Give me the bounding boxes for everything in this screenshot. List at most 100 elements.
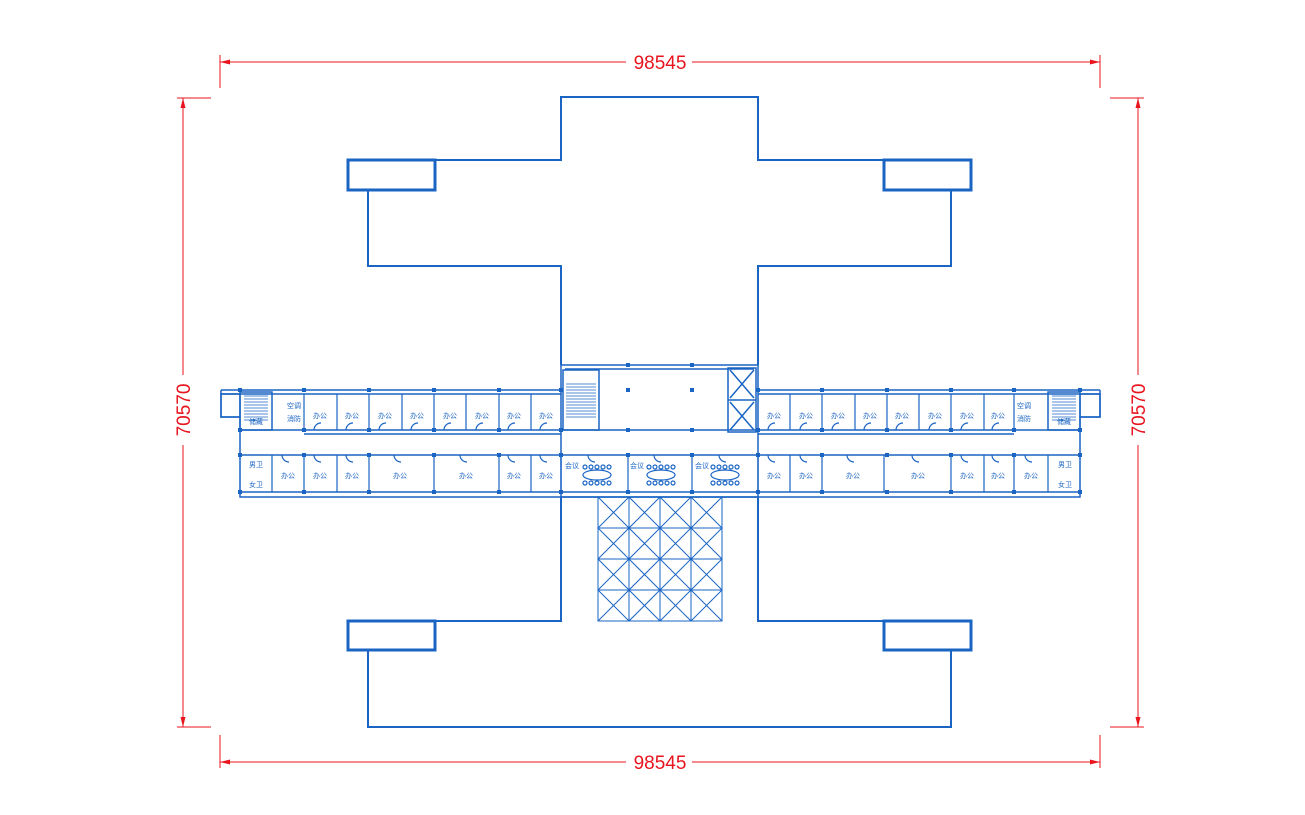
dimension-top-width: 98545 — [634, 53, 687, 74]
structural-column — [302, 388, 306, 392]
structural-column — [1012, 428, 1016, 432]
room-label-office: 办公 — [313, 471, 327, 480]
structural-column — [497, 490, 501, 494]
door-swing — [443, 422, 452, 431]
structural-column — [497, 453, 501, 457]
skylight-diagonal — [628, 496, 661, 529]
room-label-fire: 消防 — [287, 414, 301, 423]
dim-label-bg — [626, 751, 692, 773]
meeting-chair — [594, 464, 600, 470]
skylight-diagonal — [597, 496, 630, 529]
structural-column — [626, 363, 630, 367]
corner-blocks — [346, 158, 973, 652]
structural-column — [626, 428, 630, 432]
room-label-fire: 消防 — [1017, 414, 1031, 423]
structural-column — [1078, 388, 1082, 392]
structural-column — [559, 428, 563, 432]
structural-column — [626, 453, 630, 457]
structural-column — [820, 490, 824, 494]
room-label-office: 办公 — [281, 471, 295, 480]
door-swing — [410, 422, 419, 431]
room-label-office: 办公 — [313, 411, 327, 420]
dimension-left-height: 70570 — [174, 384, 195, 437]
door-swing — [991, 422, 1000, 431]
meeting-chair — [588, 480, 594, 486]
room-label-office: 办公 — [767, 471, 781, 480]
meeting-chair — [722, 480, 728, 486]
room-label-office: 办公 — [378, 411, 392, 420]
door-swing — [475, 422, 484, 431]
structural-column — [238, 490, 242, 494]
room-label-office: 办公 — [895, 411, 909, 420]
meeting-chair — [594, 480, 600, 486]
meeting-chair — [722, 464, 728, 470]
meeting-chair — [658, 464, 664, 470]
meeting-chair — [658, 480, 664, 486]
structural-column — [302, 453, 306, 457]
structural-column — [690, 388, 694, 392]
structural-column — [559, 490, 563, 494]
structural-column — [690, 453, 694, 457]
structural-column — [559, 453, 563, 457]
skylight-diagonal — [659, 496, 692, 529]
structural-column — [238, 428, 242, 432]
skylight-diagonal — [659, 589, 692, 622]
structural-column — [626, 490, 630, 494]
structural-column — [885, 453, 889, 457]
door-swing — [799, 422, 808, 431]
structural-column — [756, 453, 760, 457]
meeting-tables — [582, 464, 740, 486]
structural-column — [756, 428, 760, 432]
room-label-office: 办公 — [443, 411, 457, 420]
room-label-office: 办公 — [475, 411, 489, 420]
skylight-diagonal — [690, 527, 723, 560]
columns — [238, 363, 1082, 494]
door-swing — [895, 422, 904, 431]
meeting-chair — [734, 480, 740, 486]
structural-column — [238, 453, 242, 457]
structural-column — [756, 388, 760, 392]
stair-treads — [244, 383, 1076, 421]
skylight-diagonal — [628, 527, 661, 560]
room-label-office: 办公 — [507, 411, 521, 420]
structural-column — [238, 388, 242, 392]
meeting-chair — [728, 480, 734, 486]
door-swing — [846, 454, 855, 463]
structural-column — [949, 388, 953, 392]
room-label-office: 办公 — [928, 411, 942, 420]
meeting-chair — [646, 464, 652, 470]
structural-column — [432, 453, 436, 457]
meeting-chair — [646, 480, 652, 486]
structural-column — [432, 388, 436, 392]
structural-column — [949, 453, 953, 457]
skylight-diagonal — [597, 589, 630, 622]
structural-column — [690, 428, 694, 432]
structural-column — [820, 388, 824, 392]
meeting-chair — [710, 480, 716, 486]
meeting-chair — [600, 464, 606, 470]
room-label-toilet: 女卫 — [1058, 480, 1072, 489]
meeting-chair — [716, 480, 722, 486]
room-label-office: 办公 — [410, 411, 424, 420]
meeting-chair — [606, 464, 612, 470]
room-label-office: 办公 — [911, 471, 925, 480]
room-label-office: 办公 — [345, 471, 359, 480]
room-label-office: 办公 — [345, 411, 359, 420]
structural-column — [559, 388, 563, 392]
structural-column — [820, 428, 824, 432]
skylight-diagonal — [690, 558, 723, 591]
door-swing — [345, 454, 354, 463]
meeting-chair — [664, 464, 670, 470]
structural-column — [949, 490, 953, 494]
room-label-toilet: 男卫 — [249, 461, 263, 469]
door-swing — [991, 454, 1000, 463]
skylight-grid — [597, 496, 723, 622]
door-swing — [863, 422, 872, 431]
room-label-office: 办公 — [799, 411, 813, 420]
structural-column — [367, 428, 371, 432]
room-label-toilet: 女卫 — [249, 480, 263, 489]
meeting-chair — [670, 464, 676, 470]
door-swing — [539, 454, 548, 463]
door-swing — [587, 454, 596, 463]
